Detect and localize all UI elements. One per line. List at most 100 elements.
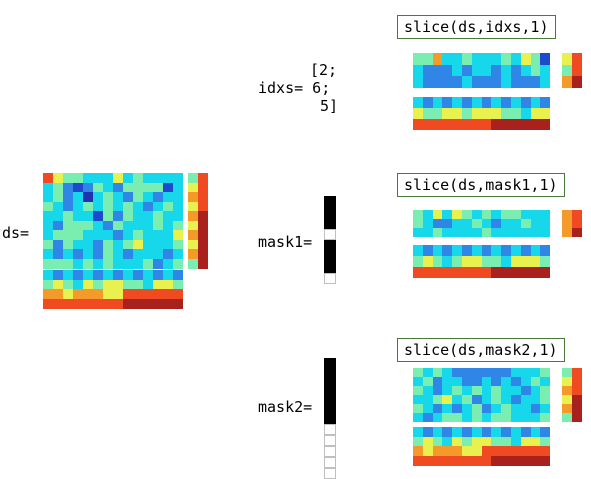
matrix-cell: [540, 267, 551, 278]
matrix-cell: [422, 108, 433, 119]
matrix-cell: [43, 279, 53, 290]
matrix-cell: [53, 182, 63, 193]
matrix-cell: [143, 230, 153, 240]
matrix-cell: [432, 427, 443, 437]
matrix-cell: [432, 210, 443, 219]
matrix-cell: [511, 413, 521, 422]
matrix-cell: [562, 64, 572, 77]
matrix-cell: [413, 386, 423, 395]
matrix-cell: [143, 173, 153, 183]
matrix-cell: [520, 427, 531, 437]
matrix-cell: [422, 53, 433, 65]
matrix-cell: [562, 228, 572, 237]
matrix-cell: [93, 289, 103, 299]
matrix-cell: [123, 270, 133, 280]
matrix-cell: [511, 436, 521, 447]
matrix-cell: [163, 173, 173, 183]
matrix-cell: [572, 219, 582, 228]
matrix-cell: [63, 239, 73, 250]
matrix-cell: [188, 239, 198, 250]
matrix-cell: [511, 427, 521, 437]
matrix-cell: [432, 413, 443, 422]
matrix-cell: [198, 249, 208, 259]
matrix-cell: [73, 258, 83, 269]
matrix-cell: [143, 211, 153, 221]
matrix-cell: [188, 211, 198, 221]
matrix-cell: [133, 270, 143, 280]
matrix-cell: [432, 446, 443, 456]
matrix-cell: [93, 201, 103, 212]
matrix-cell: [422, 368, 433, 377]
ds-sample-attributes: [43, 270, 183, 309]
matrix-cell: [113, 173, 123, 183]
matrix-cell: [572, 368, 582, 377]
matrix-cell: [73, 298, 83, 309]
matrix-cell: [173, 298, 183, 309]
matrix-cell: [452, 368, 463, 377]
matrix-cell: [520, 413, 531, 422]
matrix-cell: [481, 413, 492, 422]
matrix-cell: [143, 298, 153, 309]
matrix-cell: [481, 267, 492, 278]
matrix-cell: [413, 53, 423, 65]
matrix-cell: [530, 64, 541, 77]
matrix-cell: [572, 404, 582, 413]
mask2-slice-feature-attributes: [562, 368, 582, 422]
matrix-cell: [501, 245, 512, 256]
matrix-cell: [501, 108, 512, 119]
matrix-cell: [462, 64, 472, 77]
matrix-cell: [511, 97, 521, 108]
matrix-cell: [103, 289, 113, 299]
matrix-cell: [53, 239, 63, 250]
matrix-cell: [53, 201, 63, 212]
matrix-cell: [452, 427, 463, 437]
matrix-cell: [442, 219, 453, 228]
matrix-cell: [471, 119, 482, 130]
matrix-cell: [163, 192, 173, 202]
matrix-cell: [520, 53, 531, 65]
matrix-cell: [188, 249, 198, 259]
matrix-cell: [198, 192, 208, 202]
matrix-cell: [572, 395, 582, 404]
matrix-cell: [43, 298, 53, 309]
matrix-cell: [123, 230, 133, 240]
matrix-cell: [413, 64, 423, 77]
matrix-cell: [93, 279, 103, 290]
matrix-cell: [540, 228, 551, 237]
matrix-cell: [113, 182, 123, 193]
matrix-cell: [43, 220, 53, 231]
matrix-cell: [481, 119, 492, 130]
mask1-slice-samples-matrix: [413, 210, 551, 237]
matrix-cell: [540, 76, 551, 88]
matrix-cell: [143, 182, 153, 193]
matrix-cell: [153, 211, 163, 221]
matrix-cell: [198, 182, 208, 193]
matrix-cell: [173, 192, 183, 202]
matrix-cell: [422, 256, 433, 267]
matrix-cell: [530, 377, 541, 386]
matrix-cell: [43, 201, 53, 212]
matrix-cell: [103, 182, 113, 193]
matrix-cell: [520, 210, 531, 219]
matrix-cell: [511, 119, 521, 130]
matrix-cell: [133, 258, 143, 269]
matrix-cell: [422, 64, 433, 77]
matrix-cell: [471, 256, 482, 267]
matrix-cell: [462, 228, 472, 237]
matrix-cell: [520, 368, 531, 377]
matrix-cell: [520, 386, 531, 395]
matrix-cell: [491, 245, 502, 256]
matrix-cell: [452, 413, 463, 422]
matrix-cell: [173, 258, 183, 269]
matrix-cell: [530, 245, 541, 256]
matrix-cell: [432, 53, 443, 65]
matrix-cell: [520, 64, 531, 77]
matrix-cell: [73, 239, 83, 250]
matrix-cell: [103, 279, 113, 290]
matrix-cell: [491, 97, 502, 108]
matrix-cell: [511, 76, 521, 88]
matrix-cell: [103, 211, 113, 221]
matrix-cell: [133, 279, 143, 290]
matrix-cell: [511, 64, 521, 77]
matrix-cell: [520, 446, 531, 456]
